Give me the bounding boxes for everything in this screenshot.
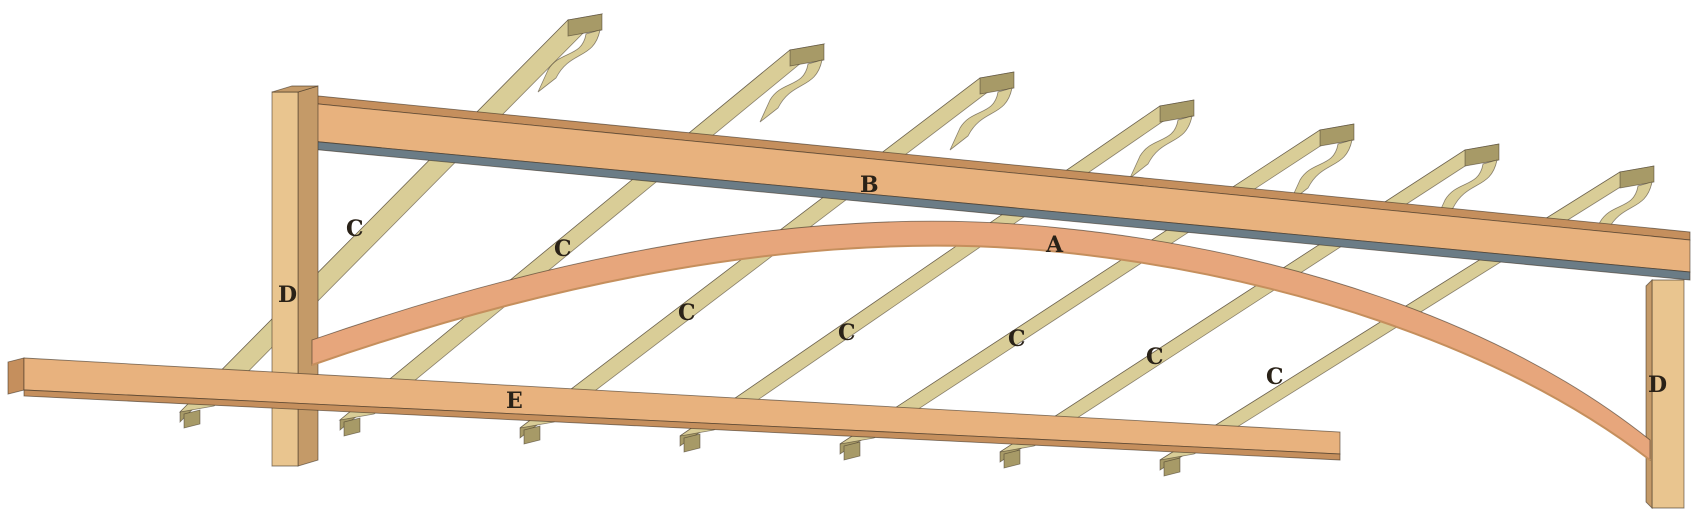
rafter-4-foot <box>683 433 701 453</box>
label-left-post: D <box>278 282 297 308</box>
rafter-3-end <box>979 71 1015 95</box>
bottom-beam <box>7 357 1341 461</box>
rafter-1-end <box>567 13 603 37</box>
label-rafter-2: C <box>554 236 572 262</box>
rafter-6-foot <box>1003 449 1021 469</box>
rafter-3-foot <box>523 425 541 445</box>
rafter-7-end <box>1619 165 1655 189</box>
label-right-post: D <box>1648 372 1667 398</box>
label-rafter-4: C <box>838 320 856 346</box>
rafter-2-foot <box>343 417 361 437</box>
top-beam <box>277 91 1691 281</box>
rafter-3-tail <box>949 87 1013 151</box>
label-bottom-beam: E <box>506 388 523 414</box>
label-top-beam: B <box>860 172 879 198</box>
rafter-5-foot <box>843 441 861 461</box>
label-rafter-7: C <box>1266 364 1284 390</box>
rafter-5-end <box>1319 123 1355 147</box>
rafter-1-foot <box>183 409 201 429</box>
label-rafter-3: C <box>678 300 696 326</box>
rafter-2-end <box>789 43 825 67</box>
rafter-4-end <box>1159 99 1195 123</box>
rafter-7-foot <box>1163 457 1181 477</box>
label-arch: A <box>1045 232 1064 258</box>
rafter-1-tail <box>537 29 601 93</box>
arch <box>311 220 1651 461</box>
rafter-1 <box>178 13 604 413</box>
label-rafter-5: C <box>1008 326 1026 352</box>
rafter-6-end <box>1464 143 1500 167</box>
label-rafter-6: C <box>1146 344 1164 370</box>
rafter-2-tail <box>759 59 823 123</box>
label-rafter-1: C <box>346 216 364 242</box>
rafter-2 <box>338 43 826 421</box>
